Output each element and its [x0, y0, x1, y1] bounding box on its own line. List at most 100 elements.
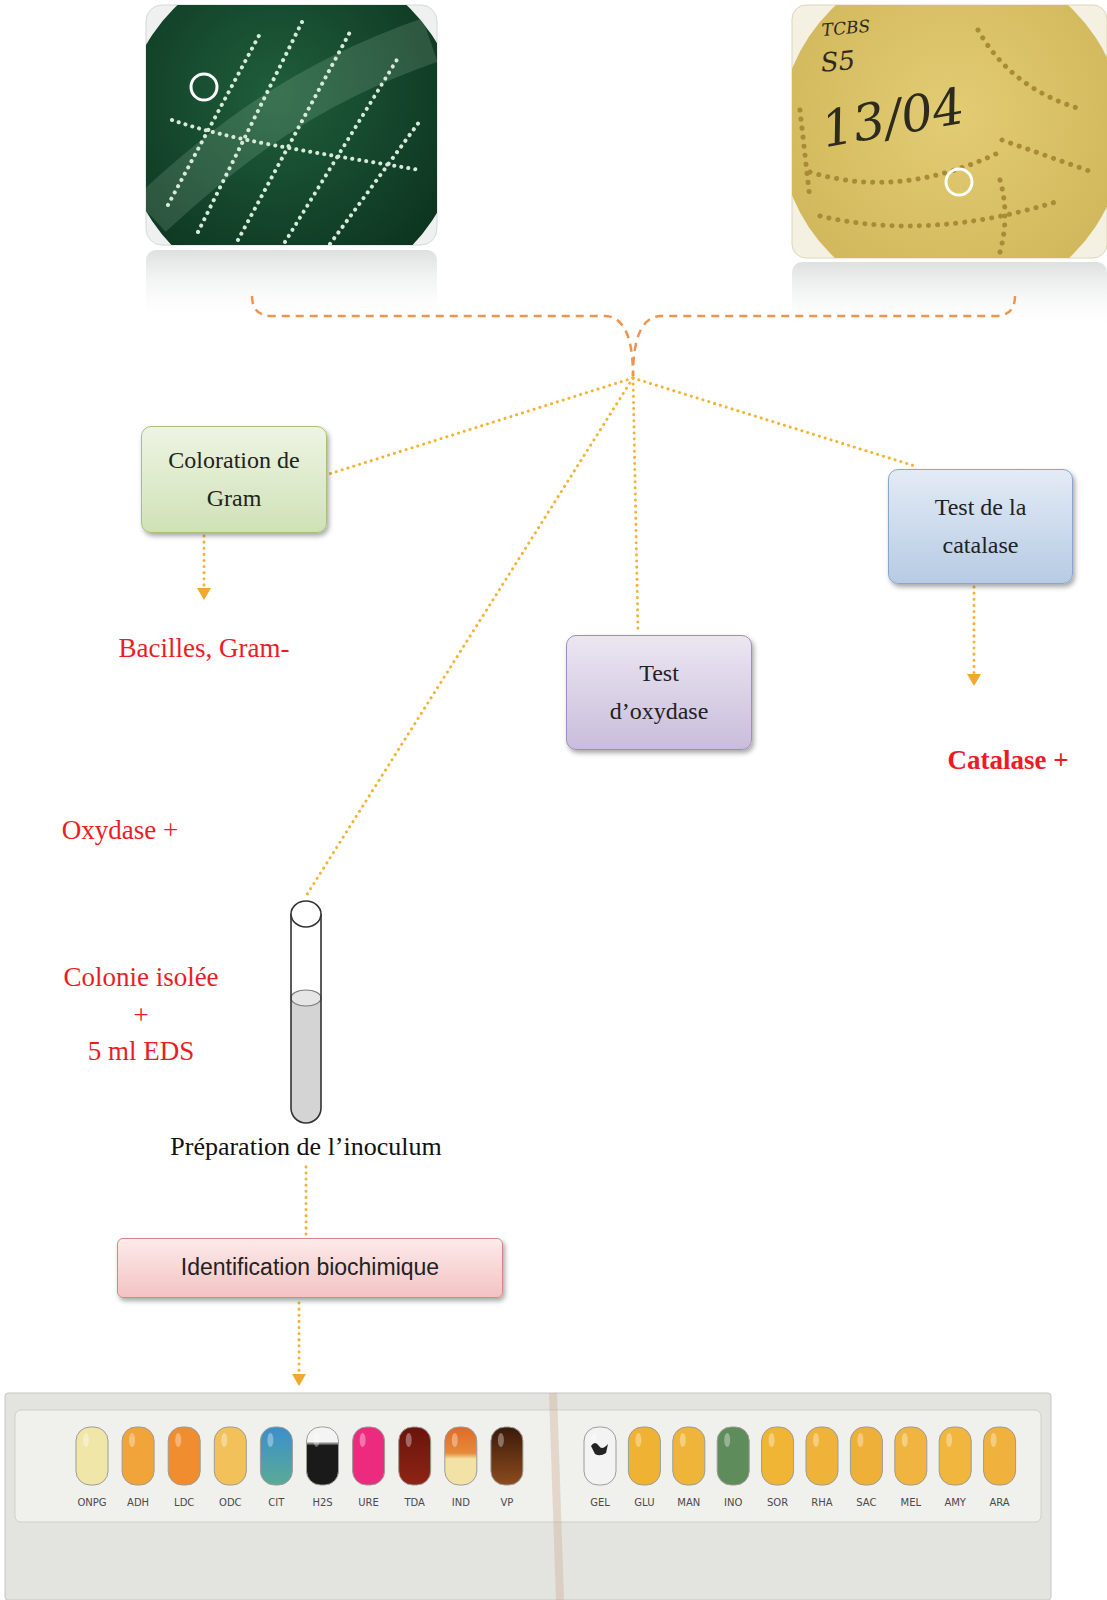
plate-sheen [150, 40, 430, 215]
test-cupule [307, 1427, 339, 1485]
colony-streak [1002, 140, 1092, 172]
test-cupule [168, 1427, 200, 1485]
test-name: ODC [219, 1497, 242, 1509]
colony-streak [198, 22, 302, 232]
box-label: Coloration de Gram [152, 442, 316, 516]
test-name: MEL [901, 1497, 922, 1509]
cupule-highlight [857, 1433, 863, 1447]
result-arrow-line [203, 536, 206, 590]
test-name: INO [724, 1497, 742, 1509]
branch-line [633, 378, 638, 633]
test-cupule [939, 1427, 971, 1485]
inoculum-note: 5 ml EDS [88, 1035, 195, 1067]
tape-mark [553, 1393, 560, 1600]
test-name: GLU [634, 1497, 654, 1509]
arrow-head [967, 674, 981, 686]
test-name: URE [358, 1497, 379, 1509]
test-name: VP [500, 1497, 513, 1509]
bracket-left [252, 296, 633, 376]
cupule-highlight [452, 1433, 458, 1447]
plate-medium [146, 5, 437, 245]
test-cupule [353, 1427, 385, 1485]
test-tube-drawing [284, 898, 328, 1126]
test-name: CIT [268, 1497, 284, 1509]
test-cupule [850, 1427, 882, 1485]
arrow-head [197, 588, 211, 600]
colony-marker [946, 169, 972, 195]
process-box: Identification biochimique [117, 1238, 503, 1298]
colony-streak [978, 30, 1084, 110]
branch-line [329, 378, 633, 474]
plate-handwriting: S5 [820, 45, 857, 79]
cupule-highlight [680, 1433, 686, 1447]
tube-liquid [291, 998, 321, 1123]
colony-streak [820, 200, 1062, 226]
cupule-highlight [769, 1433, 775, 1447]
colony-streak [238, 32, 350, 240]
result-label: Bacilles, Gram- [119, 632, 290, 664]
cupule-highlight [991, 1433, 997, 1447]
colony-streak [800, 110, 810, 200]
test-cupule [984, 1427, 1016, 1485]
tube-wall [291, 914, 321, 1123]
colony-streak [168, 30, 262, 205]
bracket-right [633, 296, 1015, 376]
test-name: SAC [856, 1497, 876, 1509]
green-agar-plate [124, 0, 460, 325]
test-cupule [584, 1427, 616, 1485]
test-cupule [762, 1427, 794, 1485]
agar-yellow [792, 5, 1107, 258]
cupule-highlight [635, 1433, 641, 1447]
strip-photo-ground [5, 1393, 1051, 1600]
colony-streak [172, 120, 420, 170]
test-name: GEL [590, 1497, 610, 1509]
test-name: TDA [404, 1497, 424, 1509]
gelatin-particles [591, 1443, 608, 1455]
colony-streak [1000, 180, 1005, 252]
box-label: Test d’oxydase [603, 655, 715, 729]
arrow-head [292, 1374, 306, 1386]
plate-reflection [146, 250, 437, 325]
cupule-highlight [724, 1433, 730, 1447]
plate-reflection [792, 262, 1107, 334]
test-cupule [491, 1427, 523, 1485]
test-cupule [717, 1427, 749, 1485]
test-name: RHA [811, 1497, 832, 1509]
cupule-highlight [406, 1433, 412, 1447]
test-cupule [399, 1427, 431, 1485]
test-cupule [260, 1427, 292, 1485]
inoculum-note: Colonie isolée [63, 961, 218, 993]
tube-caption: Préparation de l’inoculum [170, 1130, 441, 1164]
test-cupule [806, 1427, 838, 1485]
process-box: Coloration de Gram [141, 426, 327, 533]
test-name: H2S [312, 1497, 332, 1509]
test-name: LDC [174, 1497, 194, 1509]
cupule-highlight [175, 1433, 181, 1447]
test-cupule [673, 1427, 705, 1485]
result-arrow-line [298, 1303, 301, 1376]
colony-streak [330, 118, 422, 244]
cupule-highlight [902, 1433, 908, 1447]
process-box: Test d’oxydase [566, 635, 752, 750]
cupule-highlight [498, 1433, 504, 1447]
process-box: Test de la catalase [888, 469, 1073, 584]
cupule-highlight [129, 1433, 135, 1447]
cupule-highlight [267, 1433, 273, 1447]
box-label: Test de la catalase [918, 489, 1043, 563]
test-name: IND [452, 1497, 470, 1509]
test-name: ADH [127, 1497, 149, 1509]
test-cupule [895, 1427, 927, 1485]
agar-green [146, 5, 437, 245]
test-cupule [445, 1427, 477, 1485]
test-name: ARA [989, 1497, 1009, 1509]
colony-marker [191, 74, 217, 100]
cupules [76, 1427, 1016, 1485]
cupule-highlight [221, 1433, 227, 1447]
cupule-highlight [314, 1433, 320, 1447]
cupule-highlight [83, 1433, 89, 1447]
cupule-highlight [813, 1433, 819, 1447]
cupule-highlight [360, 1433, 366, 1447]
test-cupule [122, 1427, 154, 1485]
